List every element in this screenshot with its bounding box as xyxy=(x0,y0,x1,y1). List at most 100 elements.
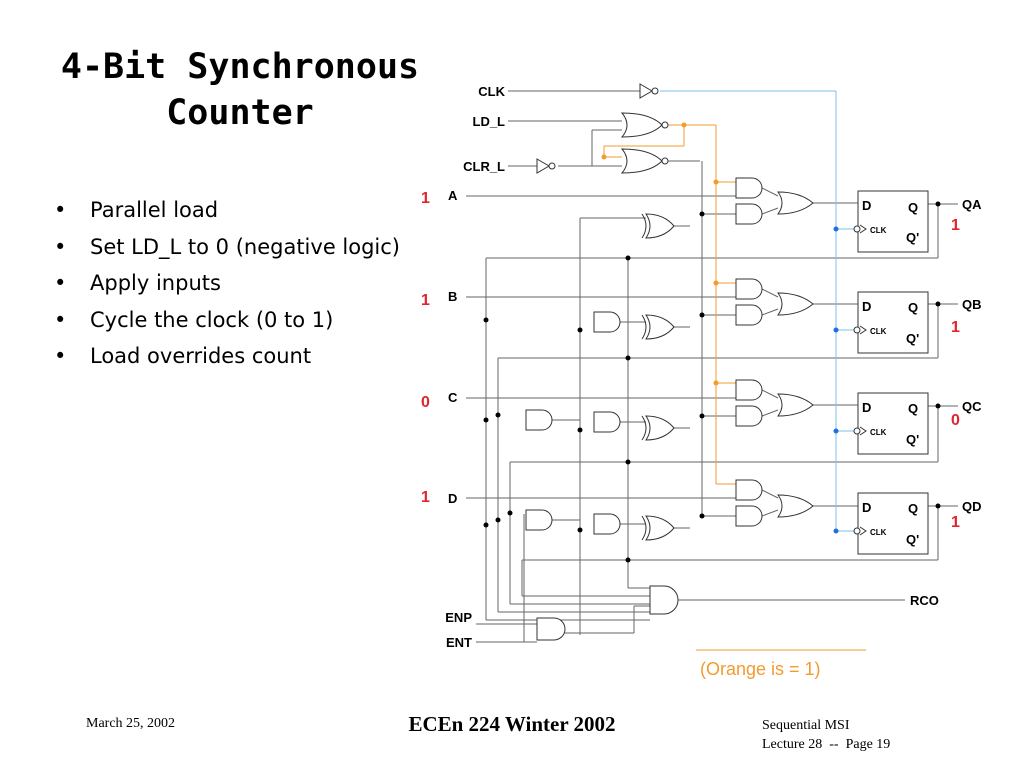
logic-values: 1 1 0 1 1 1 0 1 xyxy=(421,190,960,531)
output-qc-value: 0 xyxy=(951,412,960,429)
footer-topic-line-2: Lecture 28 -- Page 19 xyxy=(762,737,891,752)
junction-dot xyxy=(681,122,687,128)
ff-clock-bubble-icon xyxy=(853,527,861,535)
and-gate-icon xyxy=(735,278,763,300)
input-a-value: 1 xyxy=(421,190,430,207)
ff-clock-edge-icon xyxy=(859,526,867,536)
clock-dots xyxy=(833,226,839,534)
ff-qbar-label: Q' xyxy=(906,230,919,245)
input-a-label: A xyxy=(448,188,458,203)
bullet-text: Cycle the clock (0 to 1) xyxy=(90,307,334,332)
flip-flop-qb xyxy=(857,291,929,354)
junction-dot xyxy=(713,179,719,185)
junction-dot xyxy=(699,312,705,318)
ff-clk-label: CLK xyxy=(870,428,887,437)
bullet-item: • Cycle the clock (0 to 1) xyxy=(52,302,400,339)
title-line-2: Counter xyxy=(166,93,314,133)
ff-d-label: D xyxy=(862,299,871,314)
junction-dot xyxy=(833,327,839,333)
xor-arc-icon xyxy=(641,515,647,541)
junction-dot xyxy=(577,427,583,433)
junction-dot xyxy=(625,255,631,261)
output-qc-label: QC xyxy=(962,399,982,414)
orange-wires xyxy=(603,124,866,651)
or-gate-icon xyxy=(777,393,814,417)
bullet-dot: • xyxy=(54,271,67,295)
ld-label: LD_L xyxy=(473,114,506,129)
ff-clock-edge-icon xyxy=(859,426,867,436)
nor-gates xyxy=(620,112,669,174)
junction-dot xyxy=(699,413,705,419)
ld-nor-gate-icon xyxy=(620,112,663,138)
clk-label: CLK xyxy=(478,84,505,99)
or-gates xyxy=(641,191,814,541)
nor-bubble-icon xyxy=(661,121,669,129)
output-qd-label: QD xyxy=(962,499,982,514)
junction-dot xyxy=(935,403,941,409)
input-c-label: C xyxy=(448,390,458,405)
bullet-text: Load overrides count xyxy=(90,344,312,368)
or-gate-icon xyxy=(777,191,814,215)
bullet-item: • Parallel load xyxy=(52,192,400,229)
junction-dot xyxy=(483,417,489,423)
flip-flop-qa xyxy=(857,190,929,253)
ent-label: ENT xyxy=(446,635,472,650)
xor-arc-icon xyxy=(641,415,647,441)
or-gate-icon xyxy=(777,494,814,518)
output-qb-value: 1 xyxy=(951,319,960,336)
ff-d-label: D xyxy=(862,400,871,415)
junction-dot xyxy=(577,527,583,533)
orange-legend: (Orange is = 1) xyxy=(700,659,821,679)
signal-labels: CLK LD_L CLR_L A B C D ENP ENT RCO QA QB… xyxy=(445,84,982,650)
flip-flops xyxy=(853,190,929,555)
output-qa-label: QA xyxy=(962,197,982,212)
bullet-text: Apply inputs xyxy=(90,271,221,295)
enp-label: ENP xyxy=(445,610,472,625)
and-gate-icon xyxy=(525,409,553,431)
and-gate-icon xyxy=(735,177,763,199)
bullet-list: •Parallel load •Set LD_L to 0 (negative … xyxy=(52,192,400,375)
bullet-dot: • xyxy=(54,198,67,222)
and-gate-icon xyxy=(735,479,763,501)
title-line-1: 4-Bit Synchronous xyxy=(60,47,420,87)
flip-flop-qc xyxy=(857,392,929,455)
rco-label: RCO xyxy=(910,593,939,608)
ff-clk-label: CLK xyxy=(870,226,887,235)
junction-dot xyxy=(935,503,941,509)
and-gate-icon xyxy=(735,505,763,527)
and-gate-icon xyxy=(735,203,763,225)
and-gate-icon xyxy=(593,411,621,433)
bullet-item: • Apply inputs xyxy=(52,265,400,302)
bullet-dot: • xyxy=(54,234,67,259)
input-c-value: 0 xyxy=(421,394,430,411)
junction-dot xyxy=(495,412,501,418)
output-qb-label: QB xyxy=(962,297,982,312)
junction-dot xyxy=(483,522,489,528)
junction-dot xyxy=(833,428,839,434)
footer-topic: Sequential MSI Lecture 28 -- Page 19 xyxy=(762,716,890,754)
junction-dot xyxy=(713,280,719,286)
ff-clock-bubble-icon xyxy=(853,326,861,334)
junction-dot xyxy=(833,528,839,534)
and-gate-icon xyxy=(735,304,763,326)
junction-dot xyxy=(935,301,941,307)
junction-dot xyxy=(699,211,705,217)
flip-flop-qd xyxy=(857,492,929,555)
junction-dot xyxy=(713,380,719,386)
xor-gate-icon xyxy=(645,515,675,541)
bullet-text: Parallel load xyxy=(90,198,219,222)
bullet-dot: • xyxy=(54,344,67,368)
slide-title: 4-Bit Synchronous Counter xyxy=(30,44,450,136)
clr-label: CLR_L xyxy=(463,159,505,174)
output-qa-value: 1 xyxy=(951,217,960,234)
ff-d-label: D xyxy=(862,198,871,213)
ff-d-label: D xyxy=(862,500,871,515)
junction-dot xyxy=(577,327,583,333)
orange-dots xyxy=(601,122,719,386)
and-gate-icon xyxy=(735,379,763,401)
ff-clock-edge-icon xyxy=(859,224,867,234)
bullet-dot: • xyxy=(54,307,67,332)
clk-buffer-icon xyxy=(639,83,653,99)
junction-dot xyxy=(625,355,631,361)
